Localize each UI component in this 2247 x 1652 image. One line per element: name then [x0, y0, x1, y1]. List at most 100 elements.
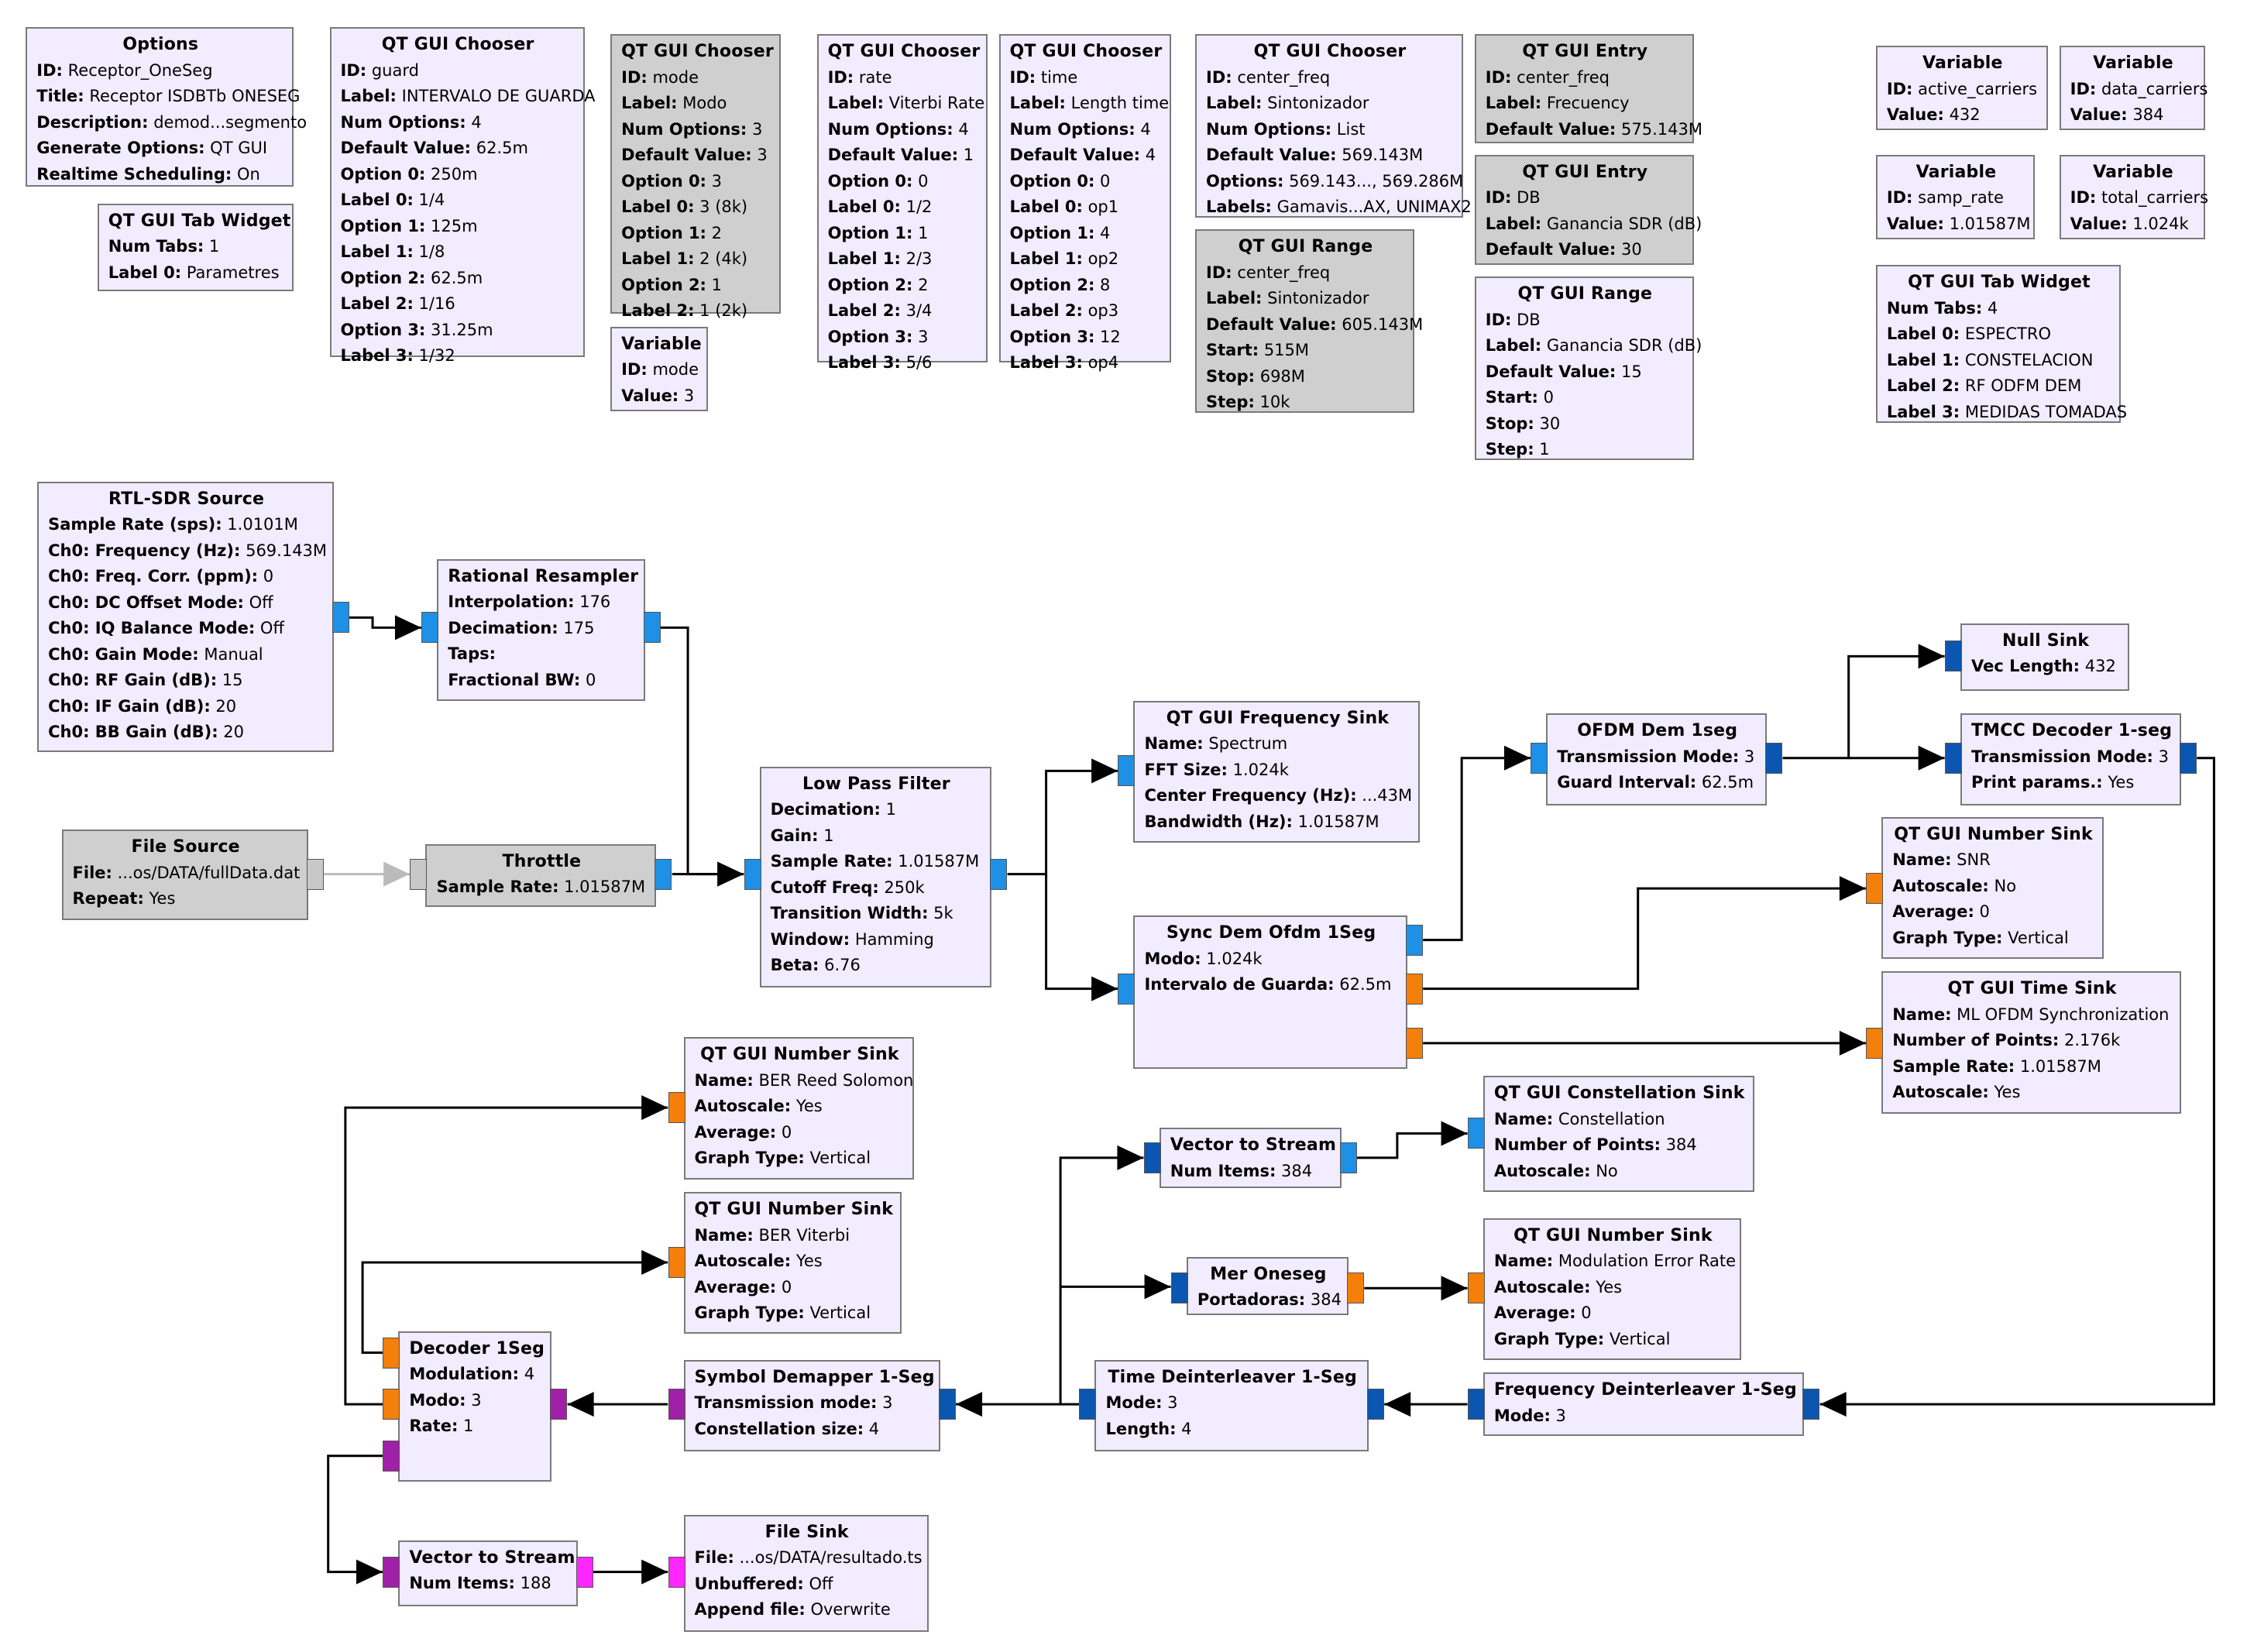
output-port[interactable] — [1346, 1272, 1364, 1304]
input-port[interactable] — [668, 1389, 685, 1420]
connection-wire[interactable] — [660, 626, 744, 876]
input-port[interactable] — [421, 612, 439, 644]
connection-wire[interactable] — [361, 1261, 668, 1355]
input-port[interactable] — [668, 1556, 685, 1588]
output-port[interactable] — [306, 858, 324, 890]
connection-wire[interactable] — [1423, 887, 1866, 991]
input-port[interactable] — [1079, 1389, 1097, 1420]
input-port[interactable] — [1866, 873, 1884, 905]
block-title: QT GUI Constellation Sink — [1493, 1084, 1745, 1104]
connection-wire[interactable] — [1007, 769, 1118, 876]
block-param: Title: Receptor ISDBTb ONESEG — [36, 84, 300, 110]
input-port[interactable] — [1170, 1272, 1188, 1304]
connection-wire[interactable] — [1819, 757, 2215, 1406]
output-port[interactable] — [1366, 1389, 1384, 1420]
input-port[interactable] — [1866, 1027, 1884, 1059]
input-port[interactable] — [410, 858, 428, 890]
connection-wire[interactable] — [344, 1106, 668, 1406]
output-port[interactable] — [1405, 973, 1423, 1005]
input-port[interactable] — [668, 1246, 685, 1278]
input-port[interactable] — [668, 1092, 685, 1124]
param-value: total_carriers — [2096, 188, 2209, 208]
input-port[interactable] — [1531, 742, 1548, 774]
connection-wire[interactable] — [327, 1455, 383, 1574]
input-port[interactable] — [383, 1337, 400, 1369]
input-port[interactable] — [1467, 1389, 1485, 1420]
connection-wire[interactable] — [1423, 757, 1531, 942]
output-port[interactable] — [655, 858, 672, 890]
input-port[interactable] — [1944, 641, 1962, 672]
connection-wire[interactable] — [1045, 874, 1118, 991]
block-title: QT GUI Tab Widget — [1908, 273, 2091, 293]
input-port[interactable] — [744, 858, 761, 890]
output-port[interactable] — [643, 612, 661, 644]
input-port[interactable] — [1143, 1142, 1161, 1173]
connection-wire[interactable] — [1357, 1132, 1468, 1159]
output-port[interactable] — [990, 858, 1008, 890]
input-port[interactable] — [1467, 1118, 1485, 1149]
output-port[interactable] — [1405, 1027, 1423, 1059]
input-port[interactable] — [383, 1556, 400, 1588]
output-port[interactable] — [1765, 742, 1783, 774]
input-port[interactable] — [383, 1389, 400, 1420]
output-port[interactable] — [1802, 1389, 1820, 1420]
input-port[interactable] — [1118, 755, 1136, 787]
output-port[interactable] — [1339, 1142, 1357, 1173]
output-port[interactable] — [550, 1389, 568, 1420]
connection-wire[interactable] — [1059, 1156, 1144, 1405]
output-port[interactable] — [938, 1389, 956, 1420]
output-port[interactable] — [2179, 742, 2197, 774]
input-port[interactable] — [1467, 1272, 1485, 1304]
input-port[interactable] — [383, 1440, 400, 1472]
output-port[interactable] — [332, 602, 350, 634]
input-port[interactable] — [1944, 742, 1962, 774]
output-port[interactable] — [1405, 924, 1423, 956]
output-port[interactable] — [575, 1556, 593, 1588]
param-key: ID: — [827, 67, 854, 87]
connection-wire[interactable] — [1782, 654, 1945, 760]
input-port[interactable] — [1118, 973, 1136, 1005]
